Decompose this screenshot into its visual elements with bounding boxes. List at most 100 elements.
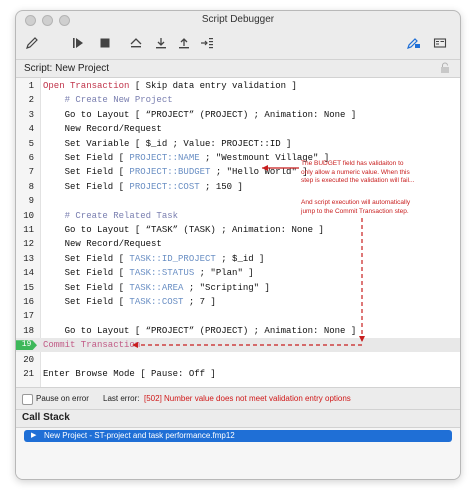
run-icon: [73, 38, 83, 48]
script-step-text: Go to Layout [ “PROJECT” (PROJECT) ; Ani…: [43, 108, 357, 122]
step-segment: ; "Plan" ]: [194, 268, 254, 279]
line-number[interactable]: 11: [23, 225, 34, 235]
script-step-text: Set Field [ TASK::AREA ; "Scripting" ]: [43, 281, 270, 295]
toggle-breakpoint-button[interactable]: [401, 31, 427, 55]
script-line[interactable]: 4 New Record/Request: [16, 122, 460, 136]
script-line[interactable]: 15 Set Field [ TASK::AREA ; "Scripting" …: [16, 281, 460, 295]
field-reference: PROJECT::COST: [129, 181, 200, 192]
line-number[interactable]: 15: [23, 282, 34, 293]
script-line[interactable]: 20: [16, 353, 460, 367]
line-number[interactable]: 9: [28, 196, 34, 207]
line-number[interactable]: 14: [23, 268, 34, 279]
script-line[interactable]: 12 New Record/Request: [16, 237, 460, 251]
field-reference: TASK::AREA: [129, 282, 184, 293]
step-out-icon: [179, 38, 189, 49]
step-segment: Set Variable [ $_id ; Value: PROJECT::ID…: [43, 138, 292, 149]
script-step-text: Commit Transaction: [43, 338, 140, 352]
script-line[interactable]: 16 Set Field [ TASK::COST ; 7 ]: [16, 295, 460, 309]
minimize-window-button[interactable]: [42, 15, 53, 26]
zoom-window-button[interactable]: [59, 15, 70, 26]
arrow-head-budget: [262, 165, 268, 171]
step-segment: ; $_id ]: [215, 253, 265, 264]
line-number[interactable]: 20: [23, 354, 34, 365]
script-step-text: New Record/Request: [43, 237, 162, 251]
line-number[interactable]: 13: [23, 253, 34, 264]
line-number[interactable]: 10: [23, 210, 34, 221]
script-line[interactable]: 17: [16, 309, 460, 323]
script-line[interactable]: 14 Set Field [ TASK::STATUS ; "Plan" ]: [16, 266, 460, 280]
line-number[interactable]: 6: [28, 153, 34, 163]
line-number[interactable]: 3: [28, 109, 34, 120]
script-line[interactable]: 6 Set Field [ PROJECT::NAME ; "Westmount…: [16, 151, 460, 165]
pause-on-error-label: Pause on error: [36, 394, 89, 403]
arrow-head-commit: [132, 342, 138, 348]
script-line[interactable]: 5 Set Variable [ $_id ; Value: PROJECT::…: [16, 137, 460, 151]
script-name: New Project: [55, 63, 110, 74]
comment-text: # Create New Project: [43, 95, 173, 106]
line-number[interactable]: 8: [28, 181, 34, 192]
script-line[interactable]: 3 Go to Layout [ “PROJECT” (PROJECT) ; A…: [16, 108, 460, 122]
line-number-gutter[interactable]: [16, 78, 41, 387]
line-number[interactable]: 16: [23, 297, 34, 307]
script-editor[interactable]: 1 Open Transaction [ Skip data entry vali…: [16, 78, 460, 387]
step-over-icon: [130, 38, 142, 48]
step-segment: Set Field [: [43, 282, 130, 293]
step-segment: ; "Hello World" ]: [210, 167, 308, 178]
script-line[interactable]: 19 Commit Transaction: [16, 338, 460, 353]
step-segment: [ Skip data entry validation ]: [129, 81, 297, 91]
line-number[interactable]: 1: [28, 81, 34, 91]
script-line[interactable]: 1 Open Transaction [ Skip data entry vali…: [16, 79, 460, 93]
set-next-step-icon: [201, 38, 213, 49]
script-line[interactable]: 7 Set Field [ PROJECT::BUDGET ; "Hello W…: [16, 165, 460, 179]
annotation-arrows: [132, 165, 365, 348]
line-number[interactable]: 17: [23, 311, 34, 322]
script-step-text: Set Variable [ $_id ; Value: PROJECT::ID…: [43, 137, 292, 151]
step-segment: Set Field [: [43, 297, 130, 307]
script-line[interactable]: 8 Set Field [ PROJECT::COST ; 150 ]: [16, 180, 460, 194]
step-segment: Set Field [: [43, 268, 130, 279]
step-over-button[interactable]: [123, 31, 149, 55]
script-step-text: # Create New Project: [43, 93, 173, 107]
field-reference: TASK::STATUS: [129, 268, 195, 279]
call-stack-item[interactable]: ▶ New Project - ST-project and task perf…: [24, 430, 452, 442]
script-line[interactable]: 18 Go to Layout [ “PROJECT” (PROJECT) ; …: [16, 324, 460, 338]
step-into-button[interactable]: [148, 31, 174, 55]
script-line[interactable]: 10 # Create Related Task: [16, 209, 460, 223]
call-stack-list: ▶ New Project - ST-project and task perf…: [16, 427, 460, 479]
status-bar: Pause on error Last error: [502] Number …: [16, 387, 460, 410]
script-step-text: Go to Layout [ “PROJECT” (PROJECT) ; Ani…: [43, 324, 357, 338]
toggle-breakpoint-icon: [407, 38, 420, 49]
set-next-step-button[interactable]: [194, 31, 220, 55]
run-button[interactable]: [65, 31, 91, 55]
field-reference: PROJECT::BUDGET: [129, 167, 211, 178]
script-line[interactable]: 9: [16, 194, 460, 208]
title-bar: Script Debugger: [16, 11, 460, 28]
comment-text: # Create Related Task: [43, 210, 179, 221]
line-number[interactable]: 5: [28, 138, 34, 149]
script-line[interactable]: 2 # Create New Project: [16, 93, 460, 107]
script-line[interactable]: 11 Go to Layout [ “TASK” (TASK) ; Animat…: [16, 223, 460, 237]
line-number[interactable]: 18: [23, 325, 34, 336]
current-step-marker[interactable]: 19: [16, 340, 37, 351]
line-number[interactable]: 2: [28, 95, 34, 106]
script-step-text: Set Field [ PROJECT::BUDGET ; "Hello Wor…: [43, 165, 308, 179]
edit-script-button[interactable]: [19, 31, 45, 55]
arrow-head-down: [359, 336, 365, 342]
line-number[interactable]: 7: [28, 167, 34, 178]
jump-note: And script execution will automatically …: [301, 199, 411, 215]
step-segment: ; "Scripting" ]: [183, 282, 270, 293]
line-number[interactable]: 4: [28, 124, 34, 135]
script-step-text: Open Transaction [ Skip data entry valid…: [43, 79, 297, 93]
step-out-button[interactable]: [171, 31, 197, 55]
data-viewer-button[interactable]: [427, 31, 453, 55]
validation-note: The BUDGET field has validaiton to only …: [301, 160, 415, 184]
toolbar: [16, 29, 460, 60]
stop-button[interactable]: [92, 31, 118, 55]
script-line[interactable]: 13 Set Field [ TASK::ID_PROJECT ; $_id ]: [16, 252, 460, 266]
script-step-text: Go to Layout [ “TASK” (TASK) ; Animation…: [43, 223, 324, 237]
line-number[interactable]: 21: [23, 369, 34, 379]
pause-on-error-checkbox[interactable]: [22, 394, 33, 405]
close-window-button[interactable]: [25, 15, 36, 26]
line-number[interactable]: 12: [23, 239, 34, 250]
